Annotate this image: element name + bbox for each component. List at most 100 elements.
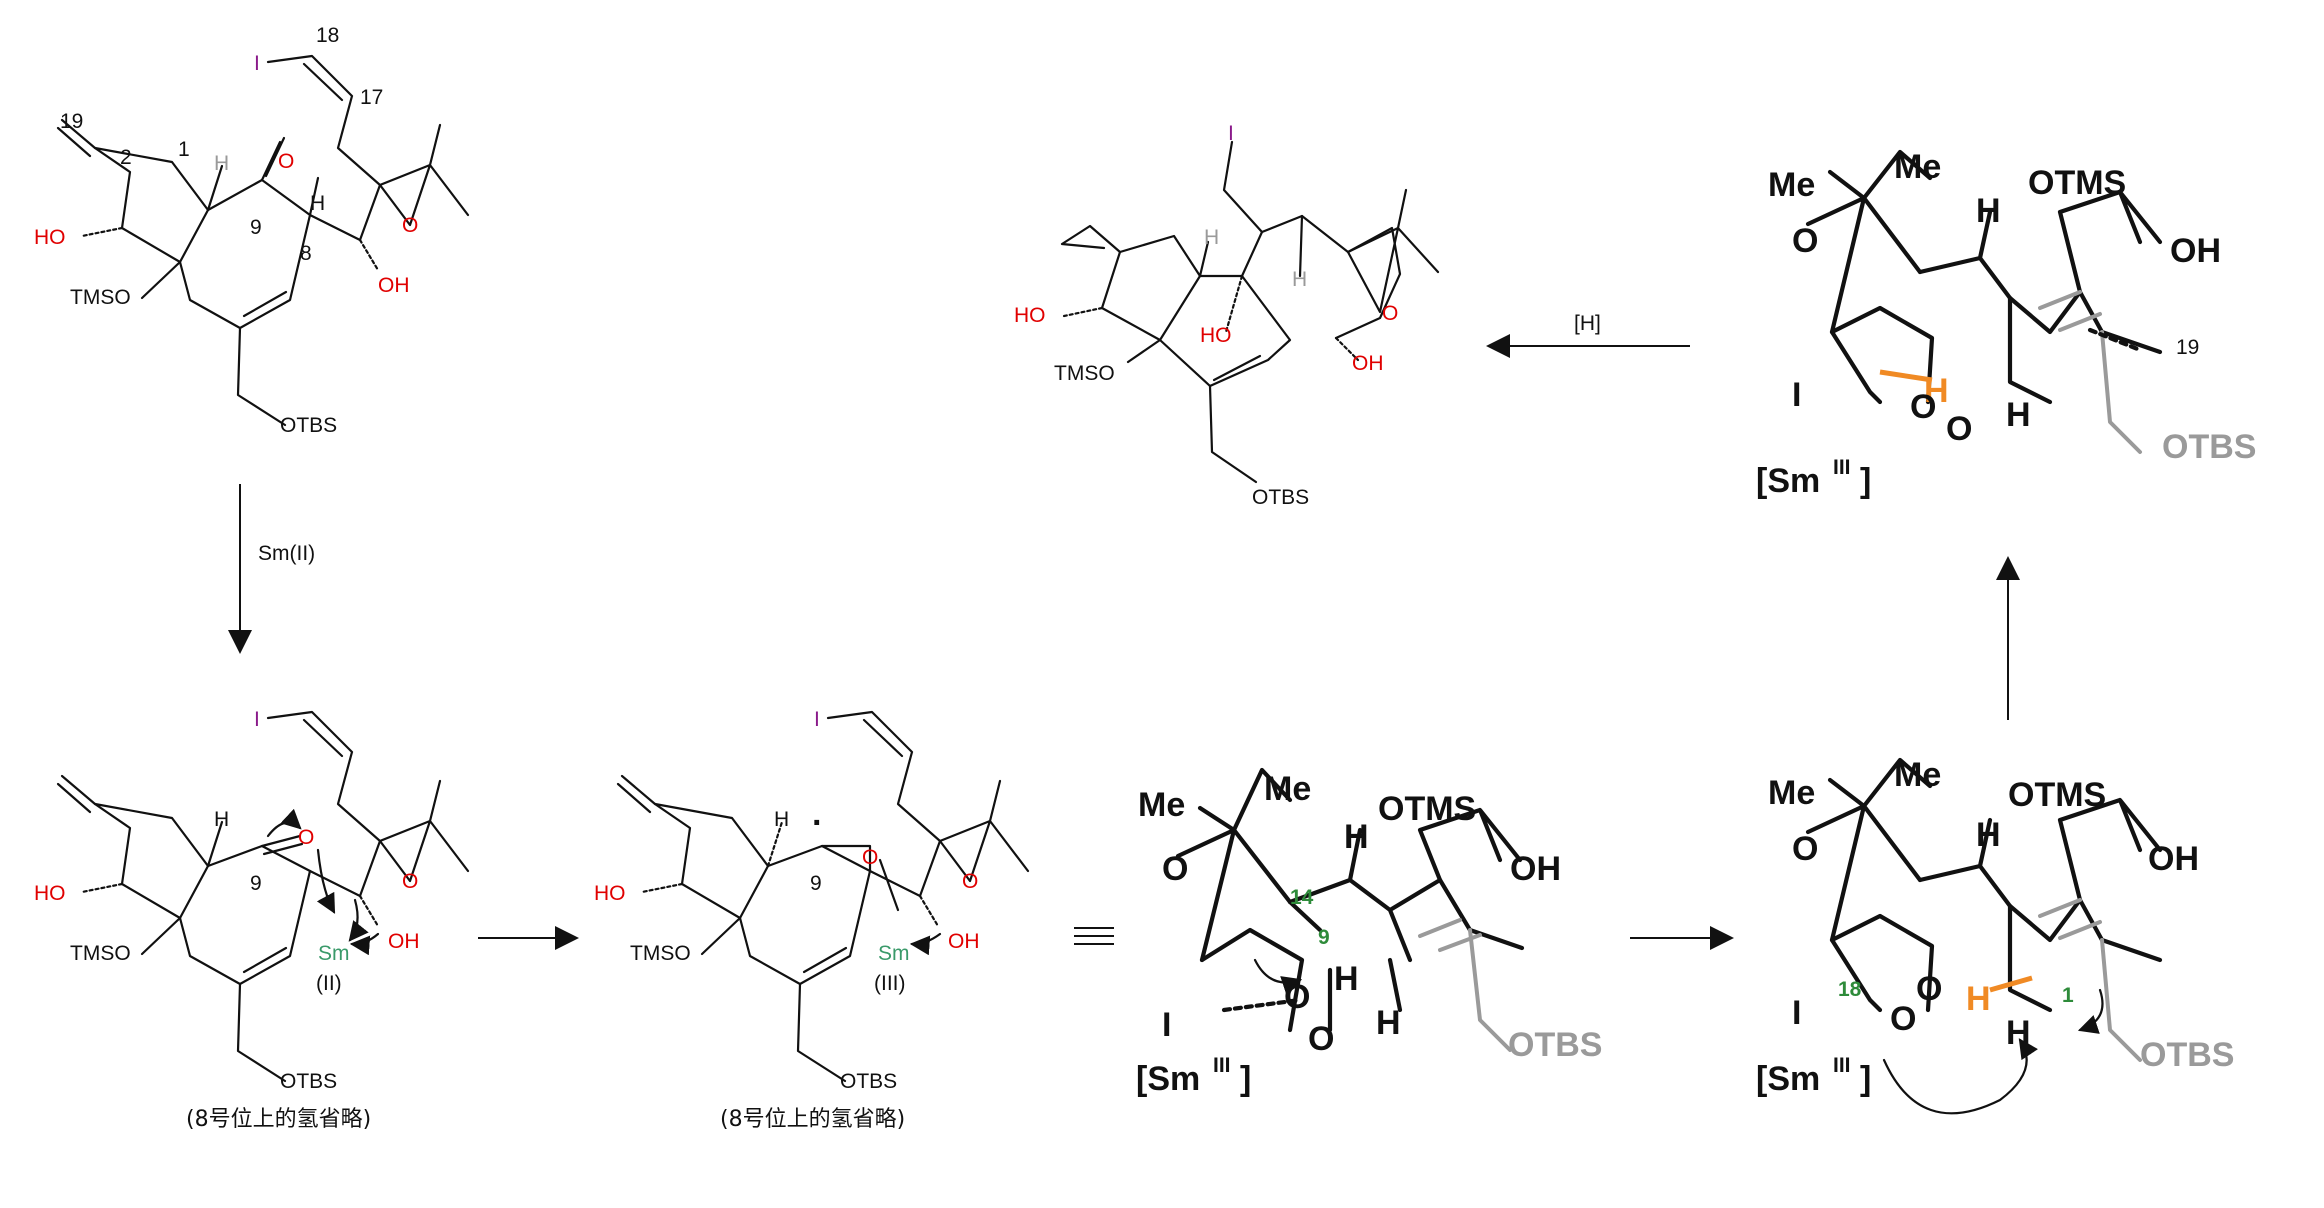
samarium-label: Sm [878, 942, 910, 965]
atom-number-9: 9 [250, 872, 262, 895]
epoxide-oxygen: O [1382, 302, 1398, 325]
otbs-label: OTBS [2162, 428, 2256, 466]
hydroxyl-label: HO [34, 226, 66, 249]
hydrogen-label: H [1976, 192, 2001, 230]
otms-label: OTMS [2028, 164, 2126, 202]
samarium-label: [Sm [1136, 1060, 1200, 1098]
reagent-label: Sm(II) [258, 542, 315, 565]
otbs-label: OTBS [1508, 1026, 1602, 1064]
samarium-bracket-close: ] [1860, 1060, 1871, 1098]
new-ch-bond [1879, 369, 1933, 383]
methyl-label: Me [1768, 166, 1815, 204]
hydroxyl-label: OH [1352, 352, 1384, 375]
step-arrow-sm2: Sm(II) [228, 484, 315, 654]
epoxide-oxygen: O [962, 870, 978, 893]
starting-material: I 18 17 19 2 1 9 8 O O HO OH TMSO OTBS H… [34, 24, 470, 437]
atom-number-9: 9 [1318, 926, 1330, 949]
ketone-oxygen: O [278, 150, 294, 173]
hydrogen-label: H [2006, 1014, 2031, 1052]
hydroxyl-label: OH [948, 930, 980, 953]
epoxide-oxygen: O [402, 870, 418, 893]
hydroxyl-label: HO [34, 882, 66, 905]
samarium-oxidation-superscript: III [1213, 1054, 1231, 1077]
atom-number-17: 17 [360, 86, 383, 109]
oxygen-label: O [1308, 1020, 1334, 1058]
oxygen-label: O [1890, 1000, 1916, 1038]
hydrogen-label: H [1204, 226, 1219, 249]
otms-label: OTMS [1378, 790, 1476, 828]
product-tricycle: I HO HO OH O TMSO OTBS H H [1014, 122, 1440, 509]
hydroxyl-label: OH [378, 274, 410, 297]
oxidation-state-label: (II) [316, 972, 342, 995]
tmso-label: TMSO [70, 942, 131, 965]
hydrogen-label: H [1344, 818, 1369, 856]
equivalence-sign [1074, 927, 1114, 945]
atom-number-14: 14 [1290, 886, 1314, 909]
epoxide-oxygen: O [1162, 850, 1188, 888]
hydrogen-label: H [310, 192, 325, 215]
otbs-label: OTBS [2140, 1036, 2234, 1074]
conformer-3d-a: Me Me O OTMS OH H H H I O O [Sm III ] OT… [1136, 767, 1602, 1098]
oxygen-label: O [1946, 410, 1972, 448]
iodine-atom: I [254, 52, 260, 75]
otbs-label: OTBS [280, 414, 337, 437]
otbs-label: OTBS [1252, 486, 1309, 509]
epoxide-oxygen: O [402, 214, 418, 237]
tmso-label: TMSO [1054, 362, 1115, 385]
oxygen-label: O [1910, 388, 1936, 426]
samarium-label: [Sm [1756, 462, 1820, 500]
methyl-label: Me [1894, 148, 1941, 186]
hydroxyl-label: HO [594, 882, 626, 905]
transferred-hydrogen: H [1924, 372, 1949, 410]
methyl-label: Me [1138, 786, 1185, 824]
atom-number-18: 18 [316, 24, 339, 47]
samarium-label: [Sm [1756, 1060, 1820, 1098]
hydrogen-label: H [1376, 1004, 1401, 1042]
epoxide-oxygen: O [1792, 830, 1818, 868]
atom-number-1: 1 [178, 138, 190, 161]
transferring-bond [1989, 975, 2033, 993]
tmso-label: TMSO [70, 286, 131, 309]
atom-number-18: 18 [1838, 978, 1862, 1001]
oxidation-state-label: (III) [874, 972, 906, 995]
transferred-hydrogen: H [1966, 980, 1991, 1018]
ketone-oxygen: O [298, 826, 314, 849]
hydrogen-label: H [214, 808, 229, 831]
hydrogen-label: H [774, 808, 789, 831]
hydroxyl-label: OH [1510, 850, 1561, 888]
oxygen-label: O [1284, 978, 1310, 1016]
otbs-label: OTBS [840, 1070, 897, 1093]
radical-dot: · [812, 804, 823, 842]
epoxide-oxygen: O [1792, 222, 1818, 260]
atom-number-19: 19 [60, 110, 83, 133]
iodine-atom: I [254, 708, 260, 731]
hydrogen-label: H [214, 152, 229, 175]
otms-label: OTMS [2008, 776, 2106, 814]
hydrogen-label: H [1292, 268, 1307, 291]
oxygen-label: O [1916, 970, 1942, 1008]
footnote-label: (8号位上的氢省略) [186, 1107, 371, 1132]
footnote-label: (8号位上的氢省略) [720, 1107, 905, 1132]
hydroxyl-label: OH [388, 930, 420, 953]
reagent-label: [H] [1574, 312, 1601, 335]
hydrogen-label: H [1976, 816, 2001, 854]
hydrogen-label: H [1334, 960, 1359, 998]
hydroxyl-label: HO [1200, 324, 1232, 347]
hydroxyl-label: OH [2170, 232, 2221, 270]
iodine-atom: I [1162, 1006, 1171, 1044]
ketyl-oxygen: O [862, 846, 878, 869]
iodine-atom: I [1228, 122, 1234, 145]
atom-number-1: 1 [2062, 984, 2074, 1007]
conformer-3d-c: Me Me O OTMS OH 19 H H H I O O [Sm III ]… [1756, 148, 2256, 500]
methyl-label: Me [1768, 774, 1815, 812]
atom-number-9: 9 [250, 216, 262, 239]
atom-number-9: 9 [810, 872, 822, 895]
samarium-oxidation-superscript: III [1833, 456, 1851, 479]
methyl-label: Me [1264, 770, 1311, 808]
intermediate-ketyl-radical: I 9 · O O HO OH TMSO OTBS H Sm (III) (8号… [594, 708, 1030, 1132]
atom-number-8: 8 [300, 242, 312, 265]
atom-number-19: 19 [2176, 336, 2199, 359]
otbs-label: OTBS [280, 1070, 337, 1093]
samarium-bracket-close: ] [1860, 462, 1871, 500]
